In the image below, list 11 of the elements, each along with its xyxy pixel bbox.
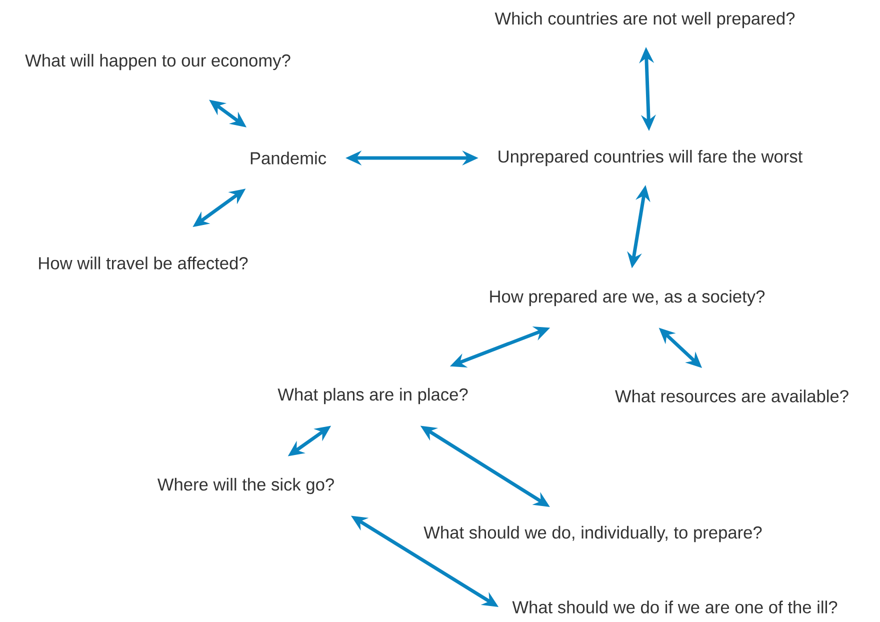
question-text: What resources are available? — [615, 390, 848, 402]
question-text: Unprepared countries will fare the worst — [498, 150, 803, 166]
question-text: What will happen to our economy? — [25, 54, 290, 70]
question-text: What should we do, individually, to prepare? — [424, 526, 762, 542]
question-text: Where will the sick go? — [157, 478, 334, 494]
question-text: Which countries are not well prepared? — [494, 12, 795, 28]
question-text: How prepared are we, as a society? — [490, 290, 765, 306]
question-text: What plans are in place? — [278, 388, 468, 404]
question-text: Pandemic — [250, 152, 326, 164]
question-text: How will travel be affected? — [39, 256, 248, 270]
question-text: What should we do if we are one of the ill? — [512, 600, 838, 614]
